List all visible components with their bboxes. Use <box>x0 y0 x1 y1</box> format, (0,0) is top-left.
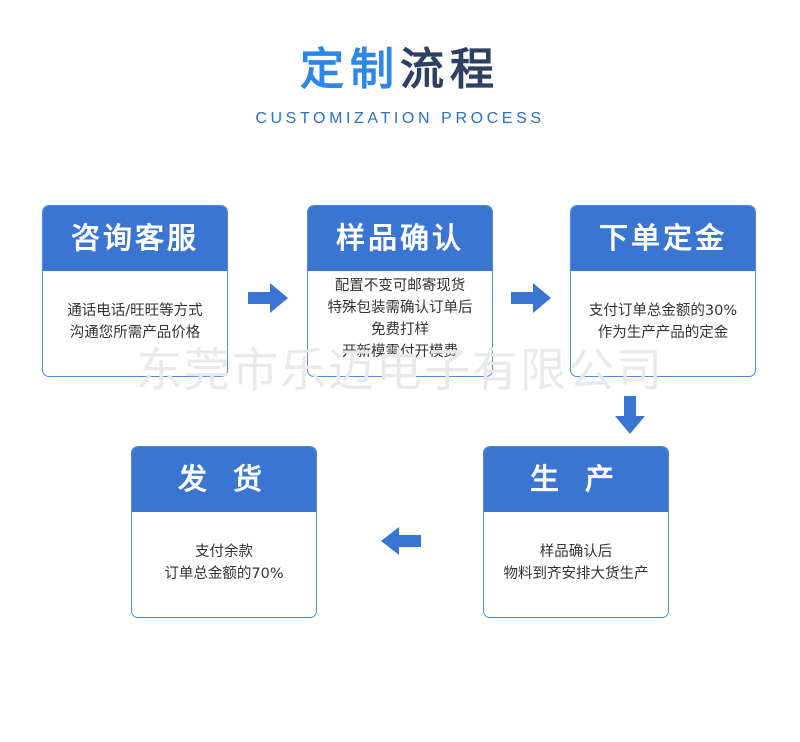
step-line: 支付订单总金额的30% <box>588 303 738 319</box>
page-title: 定制流程 <box>0 42 800 98</box>
arrow-left-icon <box>381 527 421 555</box>
step-line: 作为生产产品的定金 <box>597 325 729 341</box>
arrow-right-icon <box>511 283 551 313</box>
step-description: 通话电话/旺旺等方式 沟通您所需产品价格 <box>43 300 227 344</box>
step-title: 下单定金 <box>571 206 755 271</box>
title-part-1: 定制 <box>300 44 400 95</box>
step-description: 样品确认后 物料到齐安排大货生产 <box>484 541 668 585</box>
step-card-production: 生 产 样品确认后 物料到齐安排大货生产 <box>483 446 669 618</box>
title-part-2: 流程 <box>400 44 500 95</box>
step-card-sample: 样品确认 配置不变可邮寄现货 特殊包装需确认订单后 免费打样 开新模需付开模费 <box>307 205 493 377</box>
step-line: 沟通您所需产品价格 <box>69 325 201 341</box>
arrow-right-icon <box>248 283 288 313</box>
step-card-shipping: 发 货 支付余款 订单总金额的70% <box>131 446 317 618</box>
step-line: 开新模需付开模费 <box>342 344 458 360</box>
step-line: 配置不变可邮寄现货 <box>334 278 466 294</box>
arrow-down-icon <box>615 396 645 434</box>
step-line: 支付余款 <box>195 544 253 560</box>
step-line: 通话电话/旺旺等方式 <box>67 303 203 319</box>
page-subtitle: CUSTOMIZATION PROCESS <box>255 110 545 127</box>
step-title: 咨询客服 <box>43 206 227 271</box>
step-line: 特殊包装需确认订单后 <box>327 300 473 316</box>
step-card-consult: 咨询客服 通话电话/旺旺等方式 沟通您所需产品价格 <box>42 205 228 377</box>
step-description: 支付余款 订单总金额的70% <box>132 541 316 585</box>
step-line: 订单总金额的70% <box>164 566 284 582</box>
step-line: 物料到齐安排大货生产 <box>503 566 649 582</box>
step-card-deposit: 下单定金 支付订单总金额的30% 作为生产产品的定金 <box>570 205 756 377</box>
step-title: 发 货 <box>132 447 316 512</box>
step-line: 样品确认后 <box>539 544 613 560</box>
step-description: 支付订单总金额的30% 作为生产产品的定金 <box>571 300 755 344</box>
step-title: 样品确认 <box>308 206 492 271</box>
step-title: 生 产 <box>484 447 668 512</box>
step-line: 免费打样 <box>371 322 429 338</box>
step-description: 配置不变可邮寄现货 特殊包装需确认订单后 免费打样 开新模需付开模费 <box>308 275 492 363</box>
